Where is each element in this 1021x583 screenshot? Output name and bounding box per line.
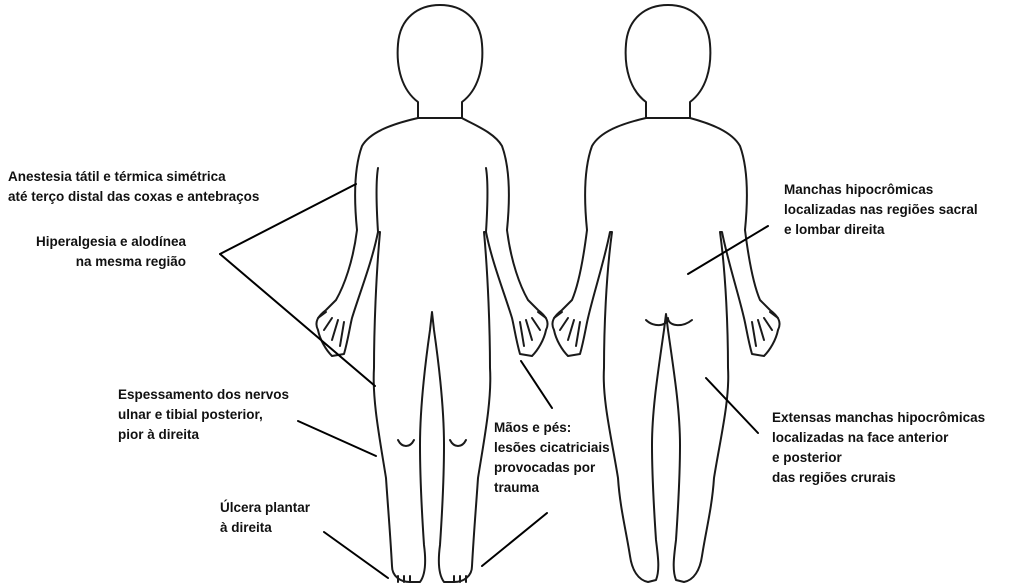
annotation-back-patches-line2: localizadas nas regiões sacral <box>784 200 978 220</box>
annotation-leg-patches-line3: e posterior <box>772 448 985 468</box>
annotation-hands-feet: Mãos e pés: lesões cicatriciais provocad… <box>494 418 610 498</box>
annotation-hands-feet-line3: provocadas por <box>494 458 610 478</box>
annotation-anesthesia: Anestesia tátil e térmica simétrica até … <box>8 167 259 207</box>
back-torso-legs-outline <box>552 118 779 582</box>
annotation-leg-patches-line4: das regiões crurais <box>772 468 985 488</box>
annotation-nerve-thickening: Espessamento dos nervos ulnar e tibial p… <box>118 385 289 445</box>
leader-plantar-ulcer <box>324 532 388 578</box>
annotation-hands-feet-line2: lesões cicatriciais <box>494 438 610 458</box>
annotation-back-patches: Manchas hipocrômicas localizadas nas reg… <box>784 180 978 240</box>
annotation-plantar-ulcer-line2: à direita <box>220 518 310 538</box>
annotation-plantar-ulcer: Úlcera plantar à direita <box>220 498 310 538</box>
annotation-back-patches-line1: Manchas hipocrômicas <box>784 180 978 200</box>
annotation-hands-feet-line1: Mãos e pés: <box>494 418 610 438</box>
front-inner-arm-left <box>377 168 379 232</box>
annotation-nerve-thickening-line3: pior à direita <box>118 425 289 445</box>
annotation-hyperalgesia: Hiperalgesia e alodínea na mesma região <box>36 232 186 272</box>
annotation-hyperalgesia-line2: na mesma região <box>36 252 186 272</box>
leader-hands-scars <box>521 361 552 408</box>
annotation-leg-patches-line2: localizadas na face anterior <box>772 428 985 448</box>
front-inner-arm-right <box>486 168 488 232</box>
annotation-nerve-thickening-line1: Espessamento dos nervos <box>118 385 289 405</box>
leader-feet-scars <box>482 513 547 566</box>
front-head-outline <box>398 5 483 118</box>
back-head-outline <box>626 5 711 118</box>
leader-nerve-thickening <box>298 421 376 456</box>
annotation-anesthesia-line2: até terço distal das coxas e antebraços <box>8 187 259 207</box>
annotation-leg-patches-line1: Extensas manchas hipocrômicas <box>772 408 985 428</box>
leader-leg-patches <box>706 378 758 433</box>
annotation-anesthesia-line1: Anestesia tátil e térmica simétrica <box>8 167 259 187</box>
annotation-plantar-ulcer-line1: Úlcera plantar <box>220 498 310 518</box>
annotation-hyperalgesia-line1: Hiperalgesia e alodínea <box>36 232 186 252</box>
annotation-hands-feet-line4: trauma <box>494 478 610 498</box>
front-knee-lines <box>398 440 466 446</box>
annotation-leg-patches: Extensas manchas hipocrômicas localizada… <box>772 408 985 488</box>
annotation-back-patches-line3: e lombar direita <box>784 220 978 240</box>
leader-back-patches <box>688 226 768 274</box>
back-buttocks-line <box>646 318 692 325</box>
annotation-nerve-thickening-line2: ulnar e tibial posterior, <box>118 405 289 425</box>
